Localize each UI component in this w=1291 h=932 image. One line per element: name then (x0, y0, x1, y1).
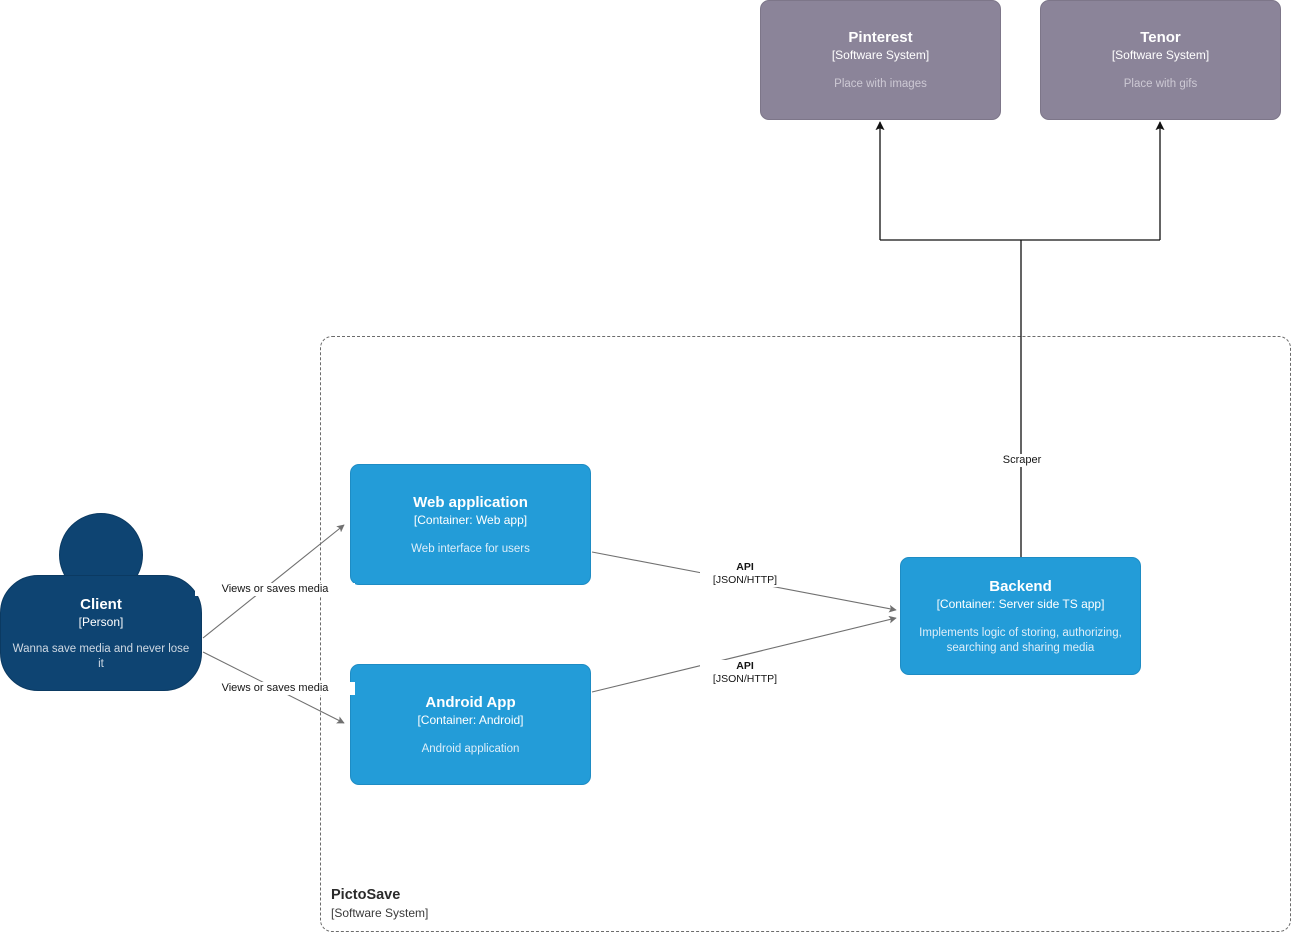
client-body-shape: Client [Person] Wanna save media and nev… (0, 575, 202, 691)
node-client-description: Wanna save media and never lose it (12, 642, 190, 670)
node-pinterest-description: Place with images (834, 78, 927, 90)
edge-label-scraper-text: Scraper (972, 454, 1072, 467)
node-tenor-name: Tenor (1140, 29, 1181, 46)
node-client-type: [Person] (78, 614, 124, 629)
node-tenor[interactable]: Tenor [Software System] Place with gifs (1040, 0, 1281, 120)
node-tenor-description: Place with gifs (1123, 78, 1198, 90)
edge-label-client-to-web-application: Views or saves media (195, 583, 355, 596)
edge-label-android-app-to-backend: API [JSON/HTTP] (700, 660, 790, 686)
node-client-name: Client (80, 595, 122, 613)
edge-label-web-to-backend-name: API (700, 561, 790, 574)
edge-label-android-to-backend-technology: [JSON/HTTP] (700, 673, 790, 686)
boundary-pictosave-name: PictoSave (331, 887, 401, 903)
node-pinterest[interactable]: Pinterest [Software System] Place with i… (760, 0, 1001, 120)
node-web-application-type: [Container: Web app] (413, 512, 528, 527)
node-web-application-description: Web interface for users (411, 542, 530, 555)
node-client[interactable]: Client [Person] Wanna save media and nev… (0, 513, 202, 691)
edge-label-client-to-android-app: Views or saves media (195, 682, 355, 695)
node-backend[interactable]: Backend [Container: Server side TS app] … (900, 557, 1141, 675)
node-backend-description: Implements logic of storing, authorizing… (919, 626, 1122, 654)
node-tenor-type: [Software System] (1111, 48, 1210, 62)
node-android-app-description: Android application (421, 742, 520, 755)
node-android-app-type: [Container: Android] (417, 712, 524, 727)
node-backend-name: Backend (989, 577, 1052, 595)
node-web-application-name: Web application (413, 493, 528, 511)
node-android-app[interactable]: Android App [Container: Android] Android… (350, 664, 591, 785)
edge-label-web-to-backend-technology: [JSON/HTTP] (700, 574, 790, 587)
boundary-pictosave (320, 336, 1291, 932)
edge-label-client-to-web-application-text: Views or saves media (195, 583, 355, 596)
node-pinterest-type: [Software System] (831, 48, 930, 62)
boundary-pictosave-label: PictoSave [Software System] (331, 886, 631, 921)
edge-label-backend-to-external: Scraper (972, 454, 1072, 467)
node-web-application[interactable]: Web application [Container: Web app] Web… (350, 464, 591, 585)
edge-label-web-application-to-backend: API [JSON/HTTP] (700, 561, 790, 587)
node-pinterest-name: Pinterest (848, 29, 913, 46)
boundary-pictosave-type: [Software System] (331, 906, 429, 920)
node-backend-type: [Container: Server side TS app] (936, 596, 1105, 611)
edge-label-android-to-backend-name: API (700, 660, 790, 673)
node-android-app-name: Android App (425, 693, 516, 711)
edge-label-client-to-android-app-text: Views or saves media (195, 682, 355, 695)
